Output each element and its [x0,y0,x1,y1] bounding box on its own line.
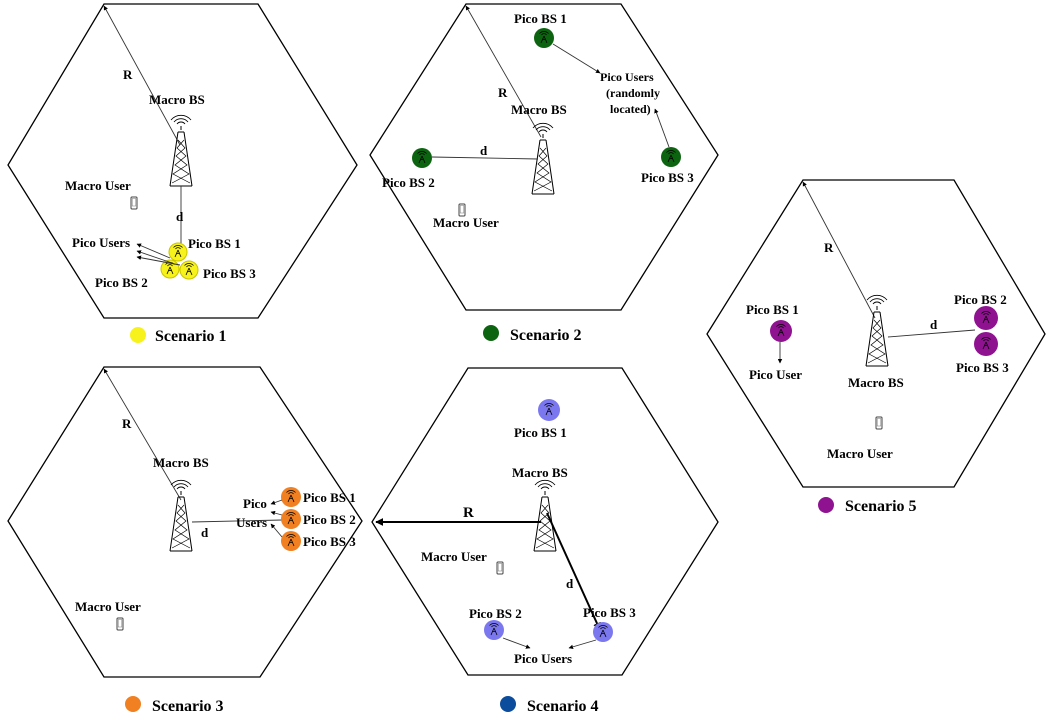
scenario-4-d-label: d [566,576,574,591]
scenario-3-pico-bs-3-label: Pico BS 3 [303,534,356,549]
scenario-3-macro-bs-label: Macro BS [153,455,209,470]
scenario-1-d-label: d [176,209,184,224]
scenario-1-pico-bs-1-label: Pico BS 1 [188,236,241,251]
scenario-5-pico-bs-3-label: Pico BS 3 [956,360,1009,375]
scenario-2-panel: Pico BS 1 Pico Users (randomly located) … [369,3,719,344]
scenario-3-pico-bs-1-label: Pico BS 1 [303,490,356,505]
scenario-3-pico-line1: Pico [243,496,267,511]
scenario-3-legend-marker [125,696,141,712]
scenario-2-pico-users-line2: (randomly [606,86,660,100]
scenario-3-d-label: d [201,525,209,540]
scenario-1-macro-user-phone-icon [130,196,138,210]
scenario-5-legend-marker [818,497,834,513]
scenario-2-macro-bs-label: Macro BS [511,102,567,117]
scenario-2-macro-user-label: Macro User [433,215,499,230]
scenario-4-caption: Scenario 4 [527,698,599,715]
scenario-4-macro-user-phone-icon [496,561,504,575]
scenario-1-pico-users-label: Pico Users [72,235,130,250]
scenario-2-pico-bs-2-label: Pico BS 2 [382,175,435,190]
scenario-3-r-label: R [122,416,132,431]
scenario-1-pico-bs-3-label: Pico BS 3 [203,266,256,281]
scenario-3-macro-user-label: Macro User [75,599,141,614]
scenario-3-pico-bs-3-marker [281,531,301,551]
scenario-5-macro-user-label: Macro User [827,446,893,461]
scenario-4-panel: Pico BS 1 Macro BS R Macro User d Pico B… [371,367,719,715]
scenario-4-pico-bs-1-marker [538,399,560,421]
scenario-4-pico-users-label: Pico Users [514,651,572,666]
scenario-4-cell-hexagon [371,367,719,676]
scenario-5-pico-bs-1-label: Pico BS 1 [746,302,799,317]
scenario-5-panel: R Pico BS 1 Pico User Macro BS d Pico BS… [706,179,1046,515]
scenario-3-caption: Scenario 3 [152,698,224,715]
scenario-2-r-label: R [498,85,508,100]
scenario-1-pico-bs-2-label: Pico BS 2 [95,275,148,290]
scenario-1-caption: Scenario 1 [155,328,227,345]
scenario-3-panel: R Macro BS d Pico Users Pico BS 1 Pico B… [7,366,363,715]
scenario-2-pico-bs-3-marker [661,147,681,167]
scenario-4-legend-marker [500,696,516,712]
scenario-5-macro-user-phone-icon [875,416,883,430]
scenario-1-macro-user-label: Macro User [65,178,131,193]
scenario-5-pico-bs-2-label: Pico BS 2 [954,292,1007,307]
scenario-4-pico-bs-2-marker [484,620,504,640]
scenario-3-pico-bs-2-marker [281,509,301,529]
scenario-2-d-label: d [480,143,488,158]
scenario-5-pico-bs-1-marker [770,320,792,342]
scenario-4-r-label: R [463,505,474,521]
scenario-3-pico-line2: Users [236,515,267,530]
scenario-5-d-label: d [930,317,938,332]
scenario-5-macro-bs-label: Macro BS [848,375,904,390]
scenario-4-pico-bs-2-label: Pico BS 2 [469,606,522,621]
scenario-3-macro-user-phone-icon [116,617,124,631]
scenario-5-caption: Scenario 5 [845,498,917,515]
scenario-5-cell-hexagon [706,179,1046,488]
scenario-5-pico-bs-2-marker [974,306,998,330]
scenario-1-legend-marker [130,327,146,343]
scenario-2-cell-hexagon [369,3,719,311]
scenario-4-pico-bs-3-label: Pico BS 3 [583,605,636,620]
scenario-4-macro-bs-label: Macro BS [512,465,568,480]
scenario-2-pico-bs-1-label: Pico BS 1 [514,11,567,26]
scenario-4-macro-user-label: Macro User [421,549,487,564]
scenario-1-macro-bs-label: Macro BS [149,92,205,107]
scenario-1-r-label: R [123,67,133,82]
scenario-4-pico-bs-3-marker [593,622,613,642]
scenario-2-pico-users-line1: Pico Users [600,70,654,84]
scenario-1-panel: R Macro BS Macro User d Pico Users Pico … [7,3,358,345]
scenario-2-pico-users-line3: located) [610,102,651,116]
scenario-5-pico-bs-3-marker [974,332,998,356]
scenario-1-pico-cluster [160,242,199,280]
scenario-5-r-label: R [824,240,834,255]
scenario-3-pico-bs-1-marker [281,487,301,507]
scenario-2-pico-bs-1-marker [534,28,554,48]
scenario-4-pico-bs-1-label: Pico BS 1 [514,425,567,440]
scenario-5-pico-user-label: Pico User [749,367,802,382]
scenario-2-pico-bs-3-label: Pico BS 3 [641,170,694,185]
scenario-2-legend-marker [483,325,499,341]
scenario-3-pico-bs-2-label: Pico BS 2 [303,512,356,527]
scenario-2-pico-bs-2-marker [412,148,432,168]
scenario-2-caption: Scenario 2 [510,327,582,344]
